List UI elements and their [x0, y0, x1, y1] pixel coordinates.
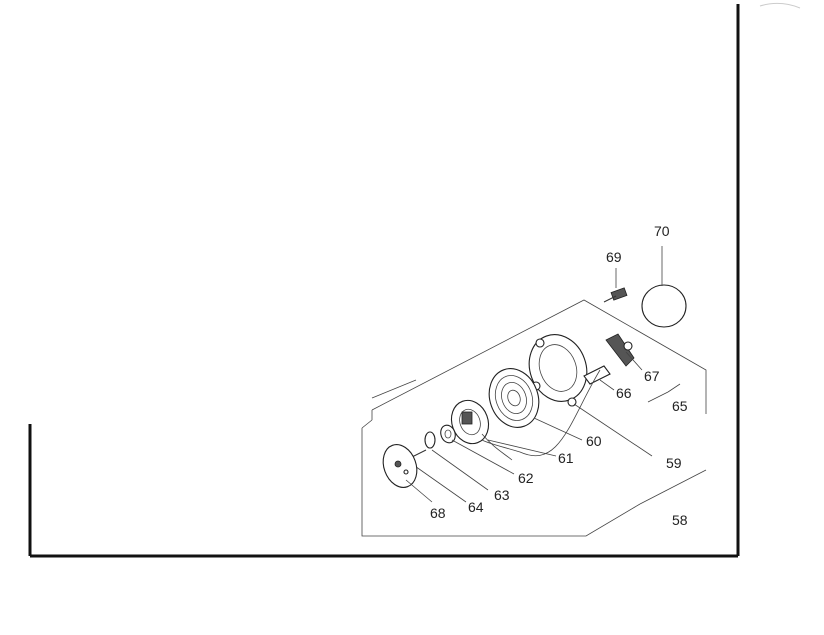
part-67-handle [605, 333, 643, 371]
part-63-washer [424, 431, 489, 491]
part-65-leader [647, 383, 681, 403]
starter-rope [481, 369, 601, 457]
label-66: 66 [616, 385, 632, 401]
part-70-seal [641, 246, 687, 328]
label-61: 61 [558, 450, 574, 466]
part-66-rope-guide [583, 365, 615, 391]
part-60-spiral-spring [488, 368, 583, 441]
label-67: 67 [644, 368, 660, 384]
assembly-outline [361, 299, 707, 537]
part-69-bolt [603, 268, 628, 303]
label-70: 70 [654, 223, 670, 239]
label-58: 58 [672, 512, 688, 528]
label-59: 59 [666, 455, 682, 471]
part-labels: 70 69 67 66 65 60 59 61 62 63 64 68 58 [430, 223, 688, 528]
label-64: 64 [468, 499, 484, 515]
label-60: 60 [586, 433, 602, 449]
label-63: 63 [494, 487, 510, 503]
part-68-plate [382, 444, 433, 503]
label-65: 65 [672, 398, 688, 414]
label-69: 69 [606, 249, 622, 265]
label-68: 68 [430, 505, 446, 521]
part-62-ratchet [440, 424, 515, 475]
page-frame [28, 2, 801, 558]
label-62: 62 [518, 470, 534, 486]
